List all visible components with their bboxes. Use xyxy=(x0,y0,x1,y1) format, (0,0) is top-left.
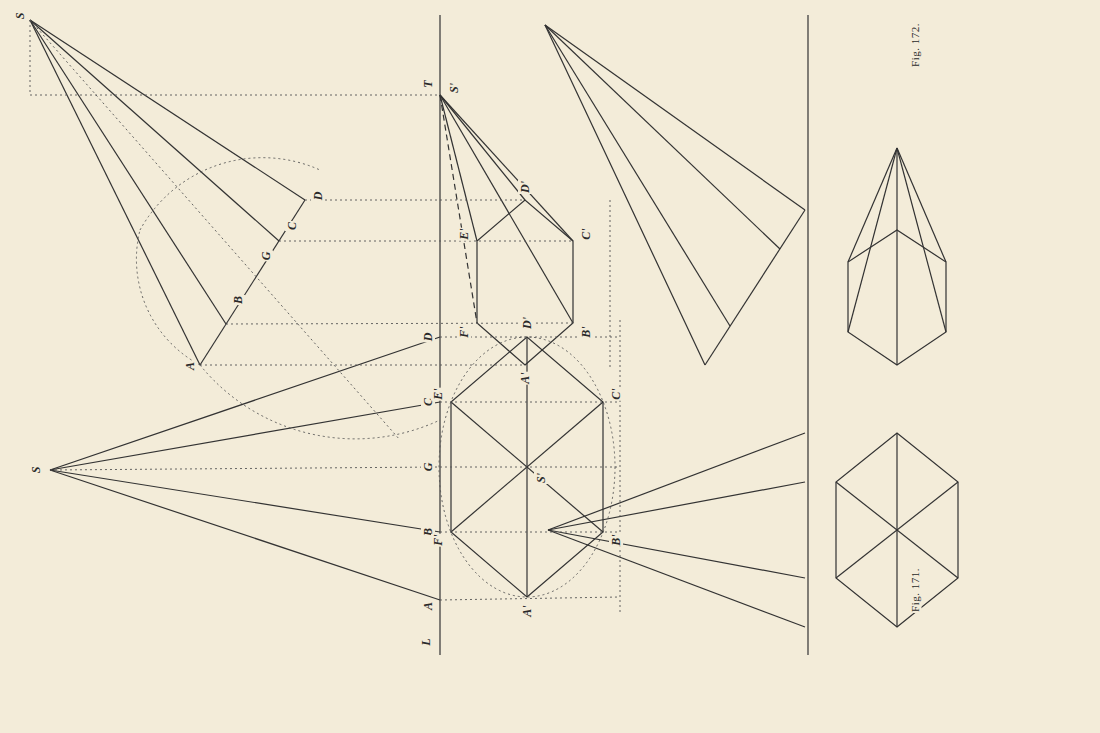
figure-caption: Fig. 171. xyxy=(909,567,922,613)
point-label: D xyxy=(421,332,435,343)
figure-caption: Fig. 172. xyxy=(909,22,922,68)
point-label: C xyxy=(285,221,299,231)
point-label: E' xyxy=(431,387,445,400)
point-label: D' xyxy=(520,316,534,330)
point-label: S' xyxy=(447,82,461,94)
point-label: B xyxy=(231,295,245,305)
point-label: A' xyxy=(518,371,532,384)
point-label: T xyxy=(421,79,435,88)
point-label: A' xyxy=(520,604,534,617)
point-label: L xyxy=(419,637,433,646)
point-label: F' xyxy=(431,533,445,546)
point-label: C' xyxy=(579,227,593,240)
point-label: B' xyxy=(609,533,623,546)
point-label: D' xyxy=(518,180,532,194)
point-label: G xyxy=(259,251,273,262)
point-label: G xyxy=(421,462,435,473)
point-label: E' xyxy=(457,227,471,240)
point-label: C' xyxy=(609,387,623,400)
point-label: S' xyxy=(534,472,548,484)
point-label: A xyxy=(183,361,197,371)
point-label: S xyxy=(13,12,27,21)
point-label: D xyxy=(311,191,325,202)
point-label: F' xyxy=(457,325,471,338)
point-label: A xyxy=(421,601,435,611)
point-label: S xyxy=(29,466,43,475)
point-label: B' xyxy=(579,325,593,338)
